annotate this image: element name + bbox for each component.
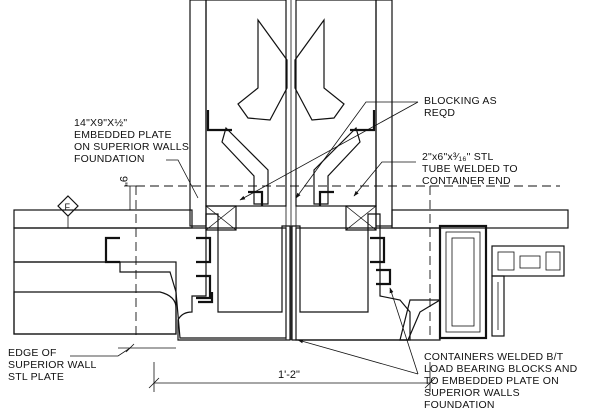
concrete-wall-left (189, 0, 207, 227)
svg-text:14"X9"X½": 14"X9"X½" (74, 117, 127, 129)
svg-text:FOUNDATION: FOUNDATION (424, 399, 495, 411)
svg-text:TUBE WELDED TO: TUBE WELDED TO (422, 163, 518, 175)
footing-left (13, 261, 177, 335)
svg-text:SUPERIOR WALLS: SUPERIOR WALLS (424, 387, 520, 399)
svg-text:STL PLATE: STL PLATE (8, 371, 64, 383)
svg-text:EDGE OF: EDGE OF (8, 347, 57, 359)
embedded-steel-plate (177, 213, 291, 341)
dim-1-2-label: 1'-2" (278, 369, 300, 381)
steel-tube-container-end (438, 224, 488, 340)
svg-text:SUPERIOR WALL: SUPERIOR WALL (8, 359, 97, 371)
c-channel-7 (248, 190, 264, 206)
leader-containers-welded (297, 339, 419, 375)
svg-text:FOUNDATION: FOUNDATION (74, 153, 145, 165)
container-web-right (313, 126, 361, 205)
note-containers-welded: CONTAINERS WELDED B/T LOAD BEARING BLOCK… (424, 351, 578, 411)
svg-text:2"x6"x³⁄₁₆" STL: 2"x6"x³⁄₁₆" STL (422, 151, 494, 163)
dim-9-label: 9" (117, 176, 129, 186)
svg-text:ON SUPERIOR WALLS: ON SUPERIOR WALLS (74, 141, 189, 153)
leader-embedded-plate (166, 159, 199, 199)
c-channel-8 (318, 190, 334, 206)
leader-edge-plate (70, 347, 131, 357)
svg-text:BLOCKING AS: BLOCKING AS (424, 95, 497, 107)
note-embedded-plate: 14"X9"X½" EMBEDDED PLATE ON SUPERIOR WAL… (74, 117, 189, 165)
concrete-slab-top-right (391, 209, 569, 229)
leader-blocking-b (239, 101, 419, 201)
concrete-wall-right (375, 0, 393, 227)
c-channel-2 (196, 236, 212, 264)
load-bearing-block-left (205, 205, 237, 231)
svg-text:REQD: REQD (424, 107, 455, 119)
container-web-left (221, 126, 269, 205)
section-marker-label: F (65, 202, 71, 212)
svg-text:CONTAINERS WELDED B/T: CONTAINERS WELDED B/T (424, 351, 564, 363)
leader-containers-welded-b (389, 287, 419, 375)
c-channel-4 (370, 236, 386, 264)
concrete-slab-top-left (13, 209, 193, 229)
svg-text:LOAD BEARING BLOCKS AND: LOAD BEARING BLOCKS AND (424, 363, 578, 375)
blocking-angle-left (206, 110, 232, 132)
c-channel-6 (198, 292, 214, 304)
foundation-left (13, 227, 287, 339)
leader-stl-tube (353, 161, 416, 197)
c-channel-1 (104, 236, 120, 264)
container-frame-right (294, 18, 345, 121)
note-blocking: BLOCKING AS REQD (424, 95, 497, 119)
embedded-steel-plate-right (291, 213, 411, 341)
section-marker-f: F (57, 195, 79, 228)
load-bearing-block-right (345, 205, 377, 231)
concrete-pocket-left (13, 291, 177, 335)
insulated-panel-right (295, 0, 377, 207)
container-frame-left (237, 18, 288, 121)
note-edge-plate: EDGE OF SUPERIOR WALL STL PLATE (8, 347, 97, 383)
svg-text:CONTAINER END: CONTAINER END (422, 175, 511, 187)
svg-text:TO EMBEDDED PLATE ON: TO EMBEDDED PLATE ON (424, 375, 559, 387)
insulated-panel-left (205, 0, 287, 207)
note-stl-tube: 2"x6"x³⁄₁₆" STL TUBE WELDED TO CONTAINER… (422, 151, 518, 187)
blocking-angle-right (350, 110, 376, 132)
c-channel-5 (376, 268, 392, 286)
window-frame-profile (491, 245, 565, 337)
concrete-pocket-right (399, 299, 441, 341)
c-channel-3 (196, 274, 212, 300)
leader-blocking-a (295, 101, 418, 199)
svg-text:EMBEDDED PLATE: EMBEDDED PLATE (74, 129, 172, 141)
